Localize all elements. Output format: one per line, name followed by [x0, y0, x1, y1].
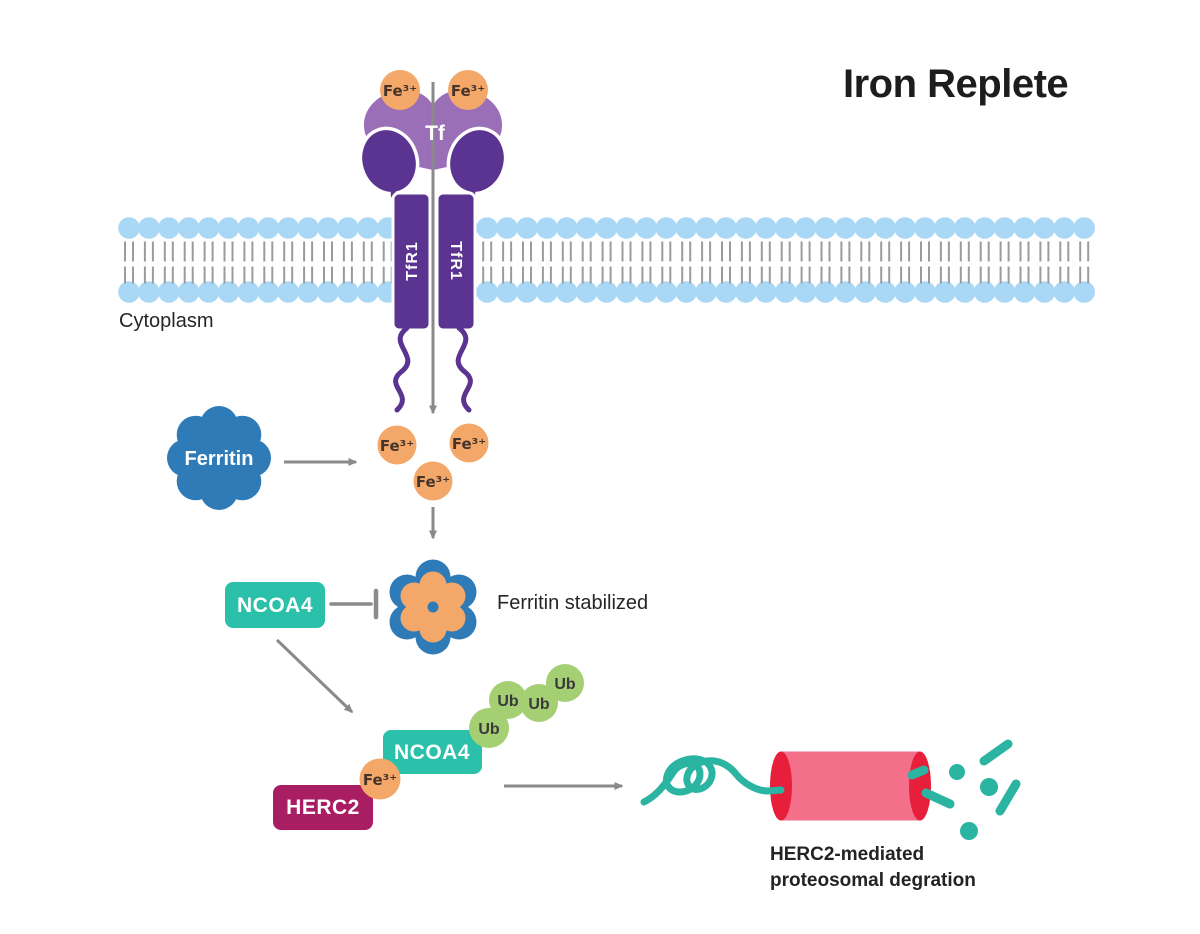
diagram-title: Iron Replete [843, 62, 1068, 106]
proteasome [770, 751, 931, 821]
ncoa4-to-complex-arrow [275, 638, 354, 714]
fe3-label: Fe³⁺ [363, 771, 397, 789]
tfr1-left-label: TfR1 [404, 241, 421, 281]
inhibition-tee [329, 588, 379, 620]
degradation-label-line2: proteosomal degration [770, 870, 976, 891]
fe3-label: Fe³⁺ [452, 435, 486, 453]
peptide-fragments [907, 739, 1021, 816]
cytoplasm-label: Cytoplasm [119, 310, 213, 332]
ub-label: Ub [528, 696, 550, 713]
fe3-label: Fe³⁺ [383, 82, 417, 100]
tf-label: Tf [425, 122, 446, 145]
receptor-lobes [358, 126, 508, 196]
ferritin-label: Ferritin [185, 448, 254, 470]
tfr1-receptor [391, 191, 477, 332]
ncoa4-free-box [225, 582, 325, 628]
transferrin-iron: Fe³⁺ Fe³⁺ [380, 70, 488, 110]
ub-label: Ub [478, 721, 500, 738]
peptide-dots [949, 764, 998, 840]
ncoa4-complex-label: NCOA4 [394, 741, 470, 764]
fe3-label: Fe³⁺ [416, 473, 450, 491]
cell-membrane [118, 217, 1095, 303]
degradation-label-line1: HERC2-mediated [770, 844, 924, 865]
ferritin-cloud [167, 406, 271, 510]
ub-label: Ub [497, 693, 519, 710]
free-iron-cluster: Fe³⁺ Fe³⁺ Fe³⁺ [377, 423, 489, 501]
tfr1-right-label: TfR1 [447, 241, 464, 281]
fe3-label: Fe³⁺ [380, 437, 414, 455]
ncoa4-free-label: NCOA4 [237, 594, 313, 617]
ub-label: Ub [554, 676, 576, 693]
ubiquitin-chain: Ub Ub Ub Ub [469, 664, 584, 748]
ferritin-stabilized-label: Ferritin stabilized [497, 592, 648, 614]
fe3-label: Fe³⁺ [451, 82, 485, 100]
herc2-label: HERC2 [286, 796, 360, 819]
ncoa4-complex-box [383, 730, 482, 774]
complex-iron [359, 758, 401, 800]
unfolded-protein-squiggle [640, 755, 785, 806]
ferritin-stabilized-complex [389, 559, 477, 655]
herc2-box [273, 785, 373, 830]
receptor-tails [393, 325, 473, 413]
